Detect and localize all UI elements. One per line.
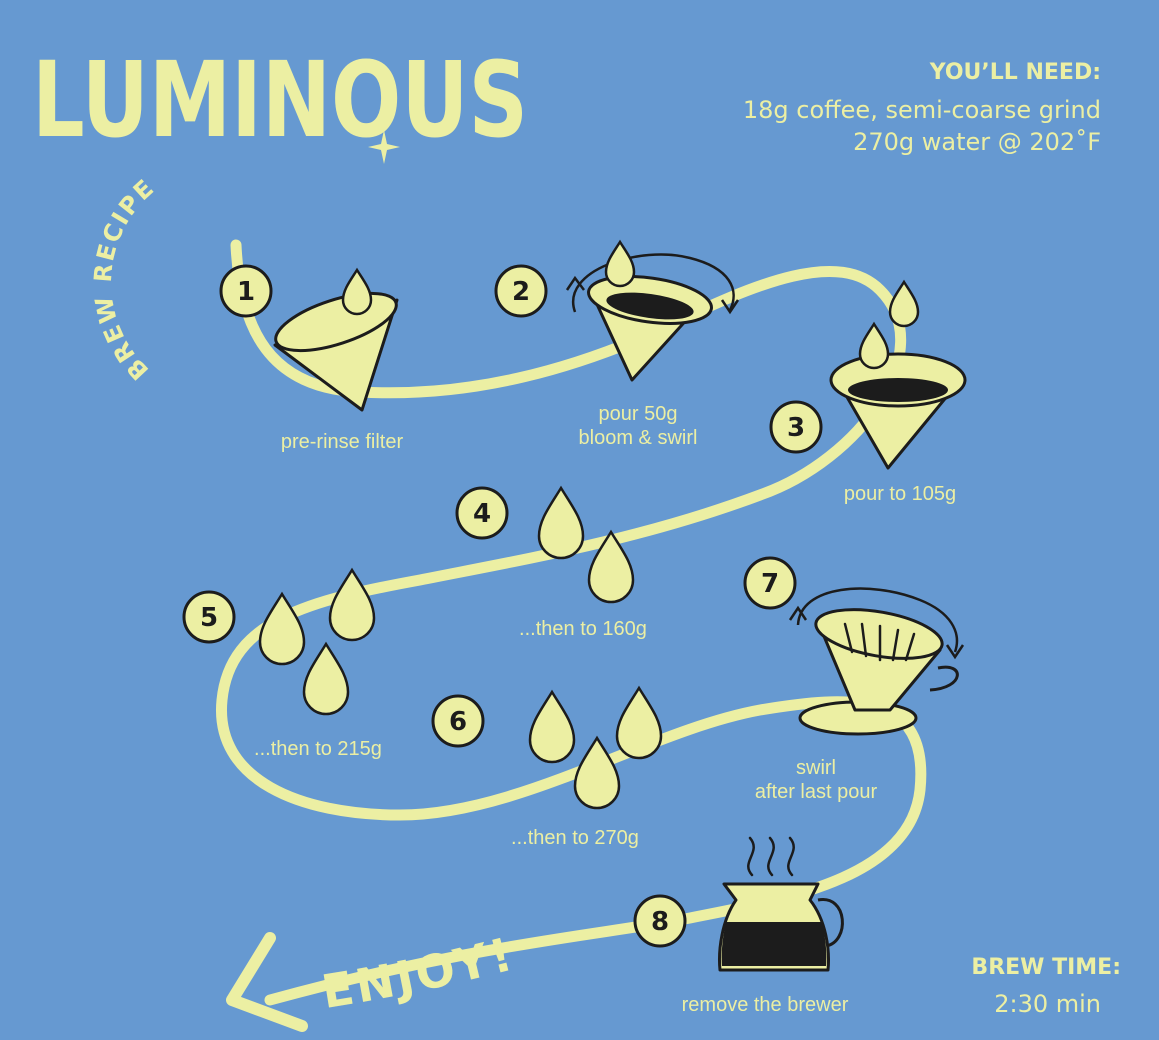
step-7-label: swirl after last pour: [716, 756, 916, 804]
step-2-line1: pour 50g: [598, 403, 678, 425]
step-badge-1: 1: [219, 264, 273, 318]
step-3-label: pour to 105g: [843, 483, 957, 505]
carafe-icon: [718, 882, 844, 972]
water-drop-icon: [328, 568, 376, 642]
water-drop-icon: [528, 690, 576, 764]
step-badge-7: 7: [743, 556, 797, 610]
steam-icon: [747, 836, 795, 877]
step-7-line2: after last pour: [754, 781, 878, 803]
step-4-label: ...then to 160g: [519, 618, 647, 640]
brew-time-heading: BREW TIME:: [971, 955, 1121, 980]
water-drop-icon: [537, 486, 585, 560]
sparkle-icon: [368, 130, 400, 164]
water-drop-icon: [258, 592, 306, 666]
step-badge-3: 3: [769, 400, 823, 454]
needs-line1: 18g coffee, semi-coarse grind: [742, 96, 1101, 124]
svg-text:2: 2: [512, 277, 530, 307]
step-7-line1: swirl: [796, 757, 836, 779]
swirl-arrow-icon: [796, 587, 959, 653]
step-badge-4: 4: [455, 486, 509, 540]
needs-heading: YOU’LL NEED:: [929, 60, 1101, 85]
step-badge-6: 6: [431, 694, 485, 748]
dripper-icon: [798, 608, 959, 736]
step-badge-2: 2: [494, 264, 548, 318]
bloom-cone-icon: [587, 275, 713, 382]
brand-title: LUMINOUS: [32, 39, 528, 161]
pour-cone-icon: [829, 352, 967, 470]
step-1-label: pre-rinse filter: [280, 431, 404, 453]
svg-text:4: 4: [473, 499, 491, 529]
svg-text:1: 1: [237, 277, 255, 307]
water-drop-icon: [341, 268, 373, 316]
step-2-line2: bloom & swirl: [578, 427, 698, 449]
enjoy-text: ENJOY!: [318, 926, 520, 1019]
water-drop-icon: [302, 642, 350, 716]
water-drop-icon: [888, 280, 920, 328]
step-5-label: ...then to 215g: [254, 738, 382, 760]
brand-subtitle: BREW RECIPE: [89, 173, 161, 385]
swirl-arrow-icon: [571, 253, 735, 313]
svg-text:6: 6: [449, 707, 467, 737]
water-drop-icon: [573, 736, 621, 810]
water-drop-icon: [615, 686, 663, 760]
step-badge-5: 5: [182, 590, 236, 644]
step-8-label: remove the brewer: [681, 994, 849, 1016]
step-2-label: pour 50g bloom & swirl: [538, 402, 738, 450]
svg-text:7: 7: [761, 569, 779, 599]
svg-text:5: 5: [200, 603, 218, 633]
arrow-head-icon: [226, 932, 308, 1032]
water-drop-icon: [604, 240, 636, 288]
water-drop-icon: [858, 322, 890, 370]
svg-text:3: 3: [787, 413, 805, 443]
brew-time-value: 2:30 min: [994, 990, 1101, 1018]
step-badge-8: 8: [633, 894, 687, 948]
step-6-label: ...then to 270g: [511, 827, 639, 849]
needs-line2: 270g water @ 202˚F: [853, 128, 1101, 156]
svg-text:8: 8: [651, 907, 669, 937]
